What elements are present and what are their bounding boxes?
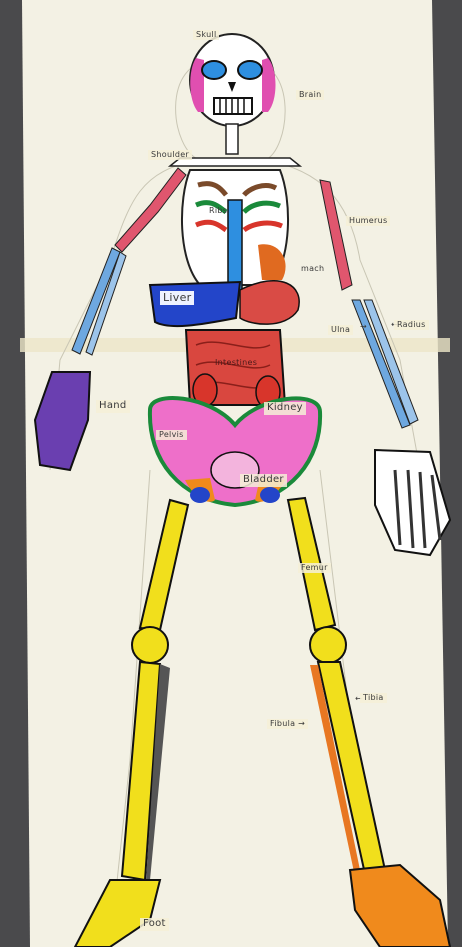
label-femur: Femur bbox=[298, 563, 331, 573]
label-stomach: mach bbox=[298, 264, 327, 274]
label-radius: Radius bbox=[394, 320, 429, 330]
label-foot: Foot bbox=[140, 918, 169, 931]
label-hand: Hand bbox=[96, 400, 130, 413]
label-skull: Skull bbox=[193, 30, 219, 40]
label-bladder: Bladder bbox=[240, 474, 287, 487]
label-kidney: Kidney bbox=[264, 402, 306, 415]
neck bbox=[226, 124, 238, 154]
label-humerus: Humerus bbox=[346, 216, 390, 226]
right-knee bbox=[310, 627, 346, 663]
label-brain: Brain bbox=[296, 90, 324, 100]
label-intestines: Intestines bbox=[212, 358, 260, 368]
label-tibia: Tibia bbox=[360, 693, 387, 703]
eye-right bbox=[238, 61, 262, 79]
label-shoulder: Shoulder bbox=[148, 150, 192, 160]
label-pelvis: Pelvis bbox=[156, 430, 187, 440]
stomach-organ bbox=[240, 281, 299, 324]
label-ulna-arrow: → bbox=[357, 322, 370, 332]
eye-left bbox=[202, 61, 226, 79]
label-fibula: Fibula → bbox=[267, 719, 308, 729]
ribcage bbox=[182, 170, 288, 290]
skull bbox=[190, 34, 276, 126]
label-liver: Liver bbox=[160, 291, 194, 305]
label-ribs: Ribs bbox=[206, 206, 230, 216]
label-ulna: Ulna bbox=[328, 325, 353, 335]
left-knee bbox=[132, 627, 168, 663]
